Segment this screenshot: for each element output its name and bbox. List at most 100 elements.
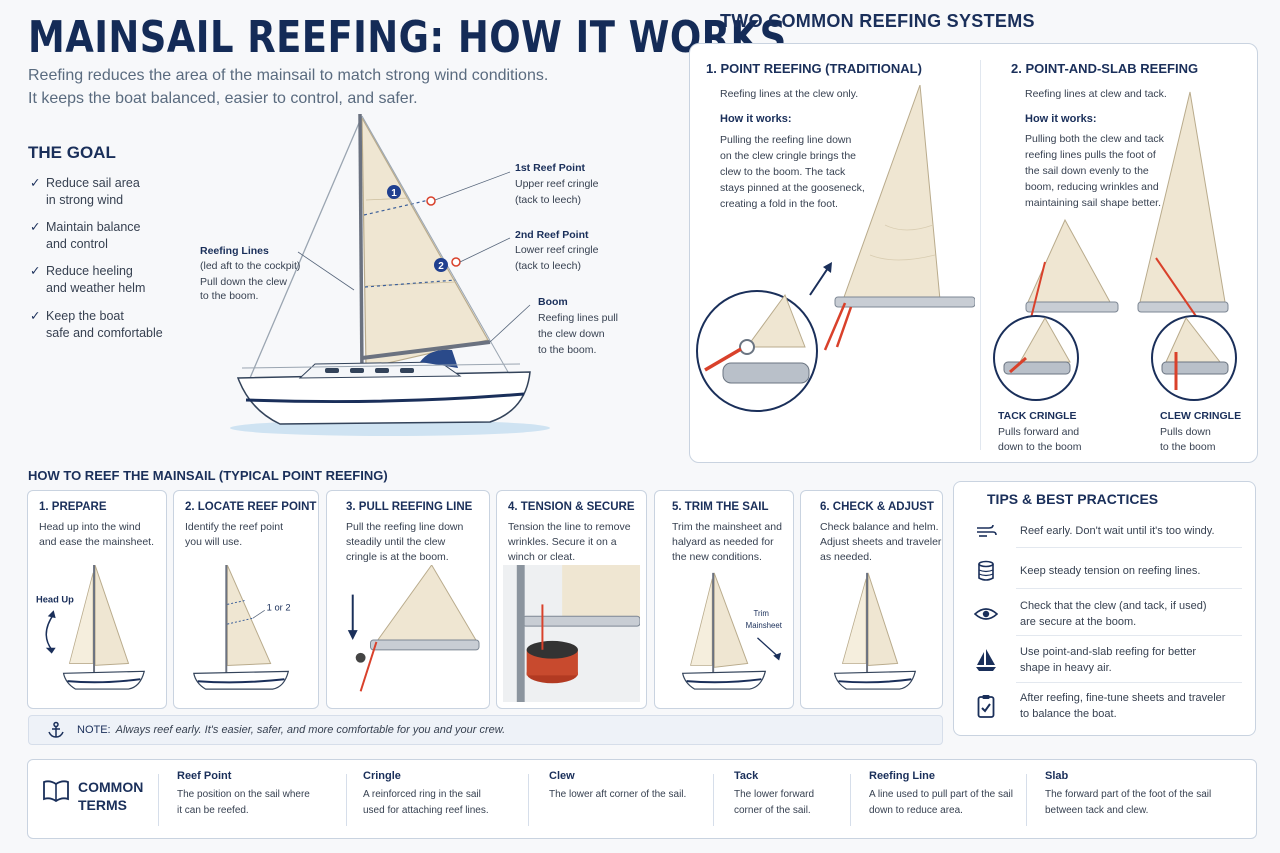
boom-line: the clew down: [538, 328, 605, 340]
note-label: NOTE:: [77, 724, 111, 736]
slab-how-line: reefing lines pulls the foot of: [1025, 149, 1156, 161]
step-card-tension: 4. TENSION & SECURE Tension the line to …: [496, 490, 647, 709]
mainsail: [361, 117, 489, 369]
slab-reefing-illustration: [993, 91, 1237, 401]
leader-reef-2: [459, 237, 511, 263]
tips-panel: TIPS & BEST PRACTICES Reef early. Don't …: [953, 481, 1256, 736]
step-desc: Tension the line to remove wrinkles. Sec…: [508, 520, 631, 565]
step-card-check: 6. CHECK & ADJUST Check balance and helm…: [800, 490, 943, 709]
point-how-line: stays pinned at the gooseneck,: [720, 182, 865, 194]
tip-item: Check that the clew (and tack, if used) …: [968, 596, 1244, 632]
reef-marker-1-label: 1: [391, 188, 397, 199]
book-icon: [43, 780, 69, 802]
point-reefing-intro: Reefing lines at the clew only.: [720, 88, 859, 100]
terms-heading-line: COMMON: [78, 779, 144, 795]
reef-marker-2: [434, 258, 448, 272]
sailboat-icon: [976, 649, 996, 671]
clew-cringle-line: Pulls down: [1160, 426, 1211, 438]
slab-reefing-title: 2. POINT-AND-SLAB REEFING: [1011, 61, 1199, 76]
step-desc-line: Pull the reefing line down: [346, 521, 464, 533]
step-desc-line: Trim the mainsheet and: [672, 521, 782, 533]
step-desc-line: cringle is at the boom.: [346, 551, 449, 563]
term-clew: Clew The lower aft corner of the sail.: [549, 770, 714, 803]
slab-how-line: Pulling both the clew and tack: [1025, 133, 1164, 145]
lower-cringle: [451, 257, 461, 267]
note-text: Always reef early. It's easier, safer, a…: [115, 724, 506, 736]
tip-text-line: are secure at the boom.: [1020, 616, 1137, 628]
point-how-line: on the clew cringle brings the: [720, 150, 856, 162]
terms-heading: COMMON TERMS: [78, 778, 143, 814]
step-2-art-label: 1 or 2: [267, 602, 291, 612]
step-title: 2. LOCATE REEF POINT: [185, 501, 317, 513]
boom-line: to the boom.: [538, 344, 597, 356]
goal-item-line: Keep the boat: [46, 309, 124, 323]
terms-panel: COMMON TERMS Reef Point The position on …: [27, 759, 1257, 839]
point-reef-line: [823, 302, 853, 351]
point-reef-sail: [842, 85, 941, 301]
tip-item: After reefing, fine-tune sheets and trav…: [968, 688, 1244, 724]
wind-icon: [977, 524, 997, 537]
turn-arrow-icon: [45, 613, 55, 651]
term-def-line: corner of the sail.: [734, 805, 811, 816]
term-def-line: down to reduce area.: [869, 805, 963, 816]
tack-cringle-line: Pulls forward and: [998, 426, 1080, 438]
term-def-line: A reinforced ring in the sail: [363, 789, 481, 800]
step-5-art-label-1: Trim: [754, 609, 770, 618]
step-title: 5. TRIM THE SAIL: [672, 501, 769, 513]
reef-2-line: Lower reef cringle: [515, 244, 599, 256]
slab-how-line: boom, reducing wrinkles and: [1025, 181, 1159, 193]
clew-cringle-title: CLEW CRINGLE: [1160, 410, 1242, 422]
step-desc-line: Tension the line to remove: [508, 521, 631, 533]
reef-row-1: [363, 199, 430, 216]
forestay: [249, 115, 363, 379]
term-def-line: between tack and clew.: [1045, 805, 1149, 816]
term-def-line: A line used to pull part of the sail: [869, 789, 1013, 800]
leader-reefing-lines: [297, 251, 355, 291]
step-desc-line: Head up into the wind: [39, 521, 141, 533]
up-arrow-icon: [809, 264, 831, 296]
term-slab: Slab The forward part of the foot of the…: [1045, 770, 1245, 819]
tip-text-line: shape in heavy air.: [1020, 662, 1112, 674]
reef-2-title: 2nd Reef Point: [515, 229, 589, 241]
step-title: 6. CHECK & ADJUST: [820, 501, 934, 513]
systems-divider: [980, 60, 981, 450]
step-desc: Head up into the wind and ease the mains…: [39, 520, 154, 550]
step-card-trim: 5. TRIM THE SAIL Trim the mainsheet and …: [654, 490, 794, 709]
check-icon: ✓: [30, 220, 41, 234]
note-bar: NOTE: Always reef early. It's easier, sa…: [28, 715, 943, 745]
step-desc: Pull the reefing line down steadily unti…: [346, 520, 463, 565]
leader-boom: [489, 304, 531, 343]
step-desc: Trim the mainsheet and halyard as needed…: [672, 520, 782, 565]
goal-item-line: Maintain balance: [46, 220, 141, 234]
reef-1-line: Upper reef cringle: [515, 178, 599, 190]
step-desc-line: winch or cleat.: [508, 551, 576, 563]
reefing-lines-line: to the boom.: [200, 290, 259, 302]
step-desc: Identify the reef point you will use.: [185, 520, 283, 550]
step-desc-line: steadily until the clew: [346, 536, 446, 548]
step-desc-line: Adjust sheets and traveler: [820, 536, 942, 548]
reef-marker-2-label: 2: [438, 261, 444, 272]
tips-heading: TIPS & BEST PRACTICES: [987, 491, 1159, 507]
tip-text-line: Use point-and-slab reefing for better: [1020, 646, 1197, 658]
step-desc-line: wrinkles. Secure it on a: [508, 536, 617, 548]
step-title: 3. PULL REEFING LINE: [346, 501, 473, 513]
check-icon: ✓: [30, 264, 41, 278]
leader-reef-1: [434, 171, 511, 201]
tip-text-line: Check that the clew (and tack, if used): [1020, 600, 1207, 612]
goal-item-line: Reduce sail area: [46, 176, 140, 190]
tip-text-line: to balance the boat.: [1020, 708, 1117, 720]
step-card-locate: 2. LOCATE REEF POINT Identify the reef p…: [173, 490, 319, 709]
point-how-line: clew to the boom. The tack: [720, 166, 846, 178]
term-def-line: The position on the sail where: [177, 789, 310, 800]
goal-item-line: Reduce heeling: [46, 264, 133, 278]
check-icon: ✓: [30, 176, 41, 190]
clew-cringle-line: to the boom: [1160, 441, 1216, 453]
term-name: Clew: [549, 770, 575, 782]
anchor-icon: [48, 721, 64, 738]
slab-how-line: the sail down evenly to the: [1025, 165, 1149, 177]
